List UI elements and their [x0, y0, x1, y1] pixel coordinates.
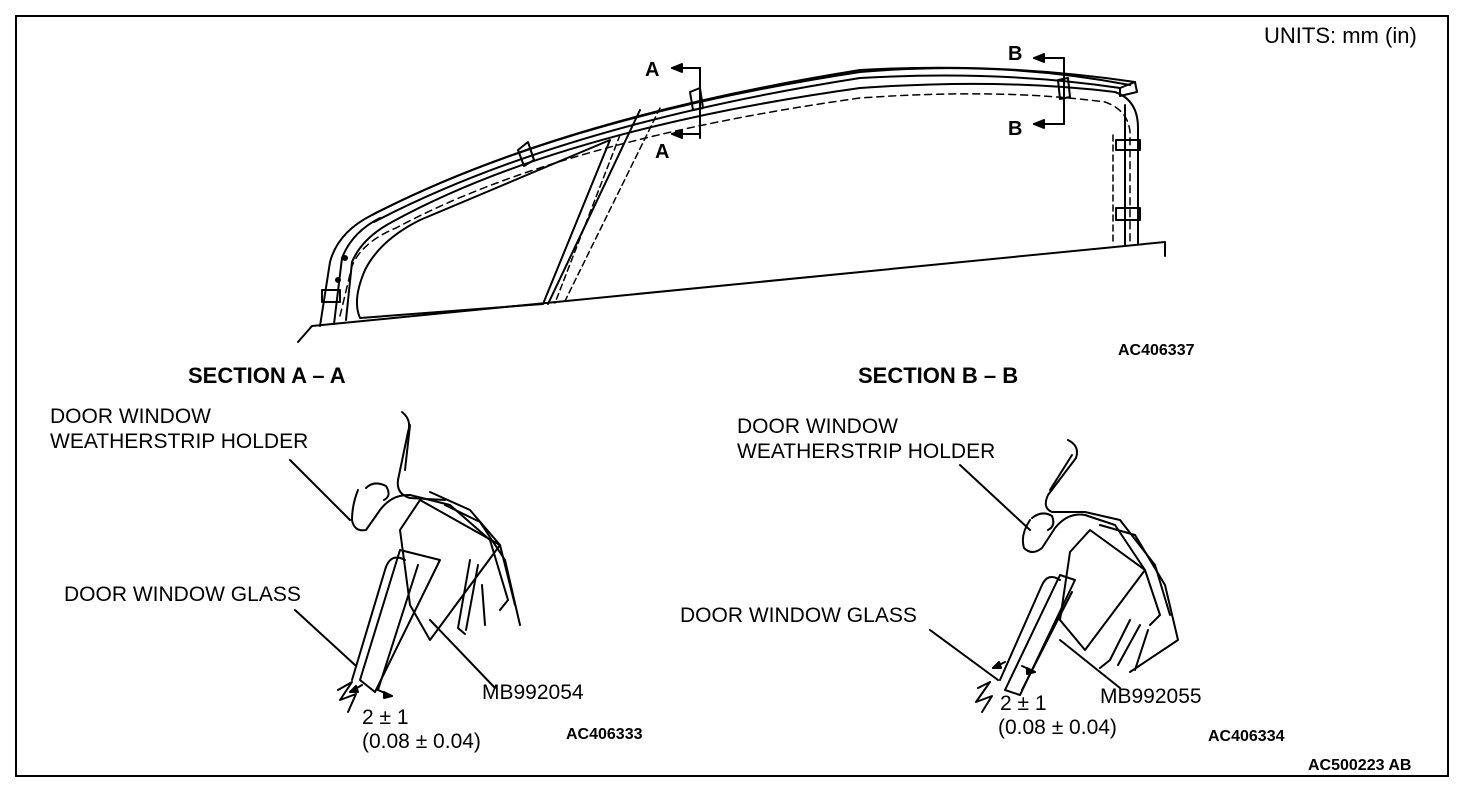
- cut-a-bottom-label: A: [655, 141, 670, 163]
- overview-code: AC406337: [1118, 342, 1195, 359]
- door-frame-overview: [297, 53, 1166, 343]
- section-b-glass-label: DOOR WINDOW GLASS: [680, 604, 917, 627]
- section-a-dimension-in: (0.08 ± 0.04): [362, 730, 481, 753]
- cut-b-top-label: B: [1008, 43, 1023, 65]
- cut-a-top-label: A: [645, 59, 660, 81]
- section-b-code: AC406334: [1208, 728, 1285, 745]
- section-b-title: SECTION B – B: [858, 363, 1019, 388]
- section-a-dimension-mm: 2 ± 1: [362, 706, 409, 729]
- section-a-title: SECTION A – A: [188, 363, 346, 388]
- section-b-holder-label-line1: DOOR WINDOW: [737, 415, 898, 438]
- units-label: UNITS: mm (in): [1264, 23, 1417, 48]
- section-a-drawing: [289, 411, 521, 713]
- section-b-drawing: [929, 439, 1179, 713]
- section-b-holder-label-line2: WEATHERSTRIP HOLDER: [737, 440, 996, 463]
- section-b-dimension-in: (0.08 ± 0.04): [998, 716, 1117, 739]
- figure-code: AC500223 AB: [1308, 757, 1412, 774]
- section-b-dimension-mm: 2 ± 1: [1000, 692, 1047, 715]
- section-a-glass-label: DOOR WINDOW GLASS: [64, 583, 301, 606]
- section-a-holder-label-line2: WEATHERSTRIP HOLDER: [50, 430, 309, 453]
- cut-b-bottom-label: B: [1008, 118, 1023, 140]
- section-a-holder-label-line1: DOOR WINDOW: [50, 405, 211, 428]
- section-a-code: AC406333: [566, 726, 643, 743]
- figure-frame: [15, 15, 1449, 777]
- section-a-tool-label: MB992054: [482, 681, 584, 704]
- section-b-tool-label: MB992055: [1100, 685, 1202, 708]
